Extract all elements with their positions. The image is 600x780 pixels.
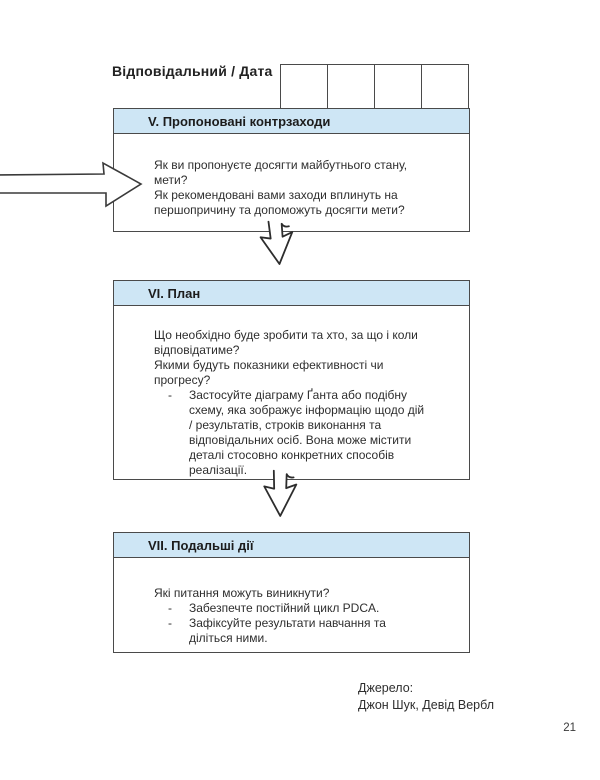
bullet-item: - Застосуйте діаграму Ґанта або подібну … xyxy=(168,388,428,478)
paragraph: Як ви пропонуєте досягти майбутнього ста… xyxy=(154,158,408,187)
down-flow-arrow-icon xyxy=(263,469,298,517)
section-body: Як ви пропонуєте досягти майбутнього ста… xyxy=(114,134,469,218)
date-cell xyxy=(375,64,422,109)
date-cell xyxy=(280,64,328,109)
bullet-text: Зафіксуйте результати навчання та діліть… xyxy=(189,616,386,645)
source-label: Джерело: xyxy=(358,681,414,695)
page-number: 21 xyxy=(563,722,576,734)
section-body: Які питання можуть виникнути? - Забезпеч… xyxy=(114,558,469,646)
responsible-date-label: Відповідальний / Дата xyxy=(112,63,273,79)
section-box-vii: VII. Подальші дії Які питання можуть вин… xyxy=(113,532,470,653)
section-title: VI. План xyxy=(148,285,201,301)
date-cell xyxy=(422,64,469,109)
section-header: VII. Подальші дії xyxy=(114,533,469,558)
paragraph: Якими будуть показники ефективності чи п… xyxy=(154,358,384,387)
date-table xyxy=(280,64,469,109)
section-title: VII. Подальші дії xyxy=(148,537,254,553)
section-body: Що необхідно буде зробити та хто, за що … xyxy=(114,306,469,478)
paragraph: Як рекомендовані вами заходи вплинуть на… xyxy=(154,188,405,217)
left-flow-arrow-icon xyxy=(0,161,143,208)
section-box-vi: VI. План Що необхідно буде зробити та хт… xyxy=(113,280,470,480)
section-box-v: V. Пропоновані контрзаходи Як ви пропону… xyxy=(113,108,470,232)
bullet-item: - Забезпечте постійний цикл PDCA. xyxy=(168,601,428,616)
bullet-dash: - xyxy=(168,616,172,630)
bullet-text: Застосуйте діаграму Ґанта або подібну сх… xyxy=(189,388,425,477)
section-header: VI. План xyxy=(114,281,469,306)
source-authors: Джон Шук, Девід Вербл xyxy=(358,697,495,712)
bullet-item: - Зафіксуйте результати навчання та ділі… xyxy=(168,616,428,646)
down-flow-arrow-icon xyxy=(259,220,294,265)
bullet-text: Забезпечте постійний цикл PDCA. xyxy=(189,601,380,615)
paragraph: Які питання можуть виникнути? xyxy=(154,586,330,600)
source-block: Джерело: Джон Шук, Девід Вербл xyxy=(358,680,494,713)
bullet-dash: - xyxy=(168,388,172,402)
section-title: V. Пропоновані контрзаходи xyxy=(148,113,331,129)
section-header: V. Пропоновані контрзаходи xyxy=(114,109,469,134)
paragraph: Що необхідно буде зробити та хто, за що … xyxy=(154,328,418,357)
date-cell xyxy=(328,64,375,109)
bullet-dash: - xyxy=(168,601,172,615)
